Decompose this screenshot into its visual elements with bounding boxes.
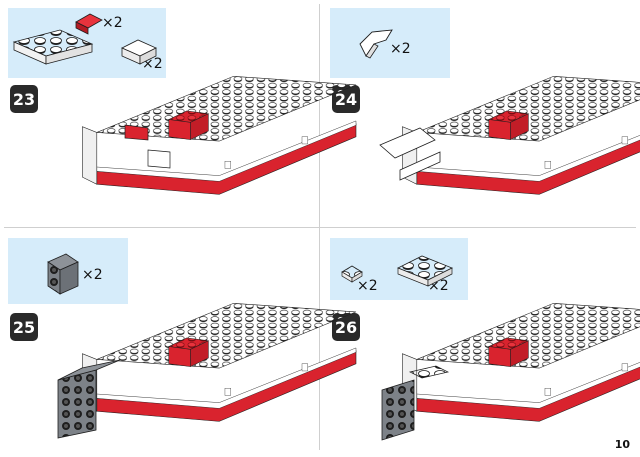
qty-gray-bracket: ×2 (82, 267, 103, 283)
white-arch-icon (359, 29, 393, 59)
red-slope-brick-icon (75, 13, 103, 35)
step-24-model (379, 75, 640, 195)
qty-red-slope: ×2 (102, 15, 123, 31)
white-bracket-icon (121, 39, 157, 65)
step-number-25: 25 (10, 313, 38, 341)
qty-plate-1x1: ×2 (357, 278, 378, 294)
step-23-model (82, 75, 357, 195)
step-25-model (57, 302, 357, 439)
horizontal-divider (4, 227, 636, 228)
white-plate-2x4-icon (12, 29, 94, 65)
step-number-23: 23 (10, 85, 38, 113)
step-26-model (381, 302, 640, 441)
gray-bracket-icon (47, 253, 79, 295)
qty-white-arch: ×2 (390, 41, 411, 57)
white-plate-1x1-icon (341, 265, 363, 283)
page-number: 10 (614, 438, 630, 451)
parts-callout-24 (330, 8, 450, 78)
white-plate-2x3-icon (397, 255, 453, 287)
